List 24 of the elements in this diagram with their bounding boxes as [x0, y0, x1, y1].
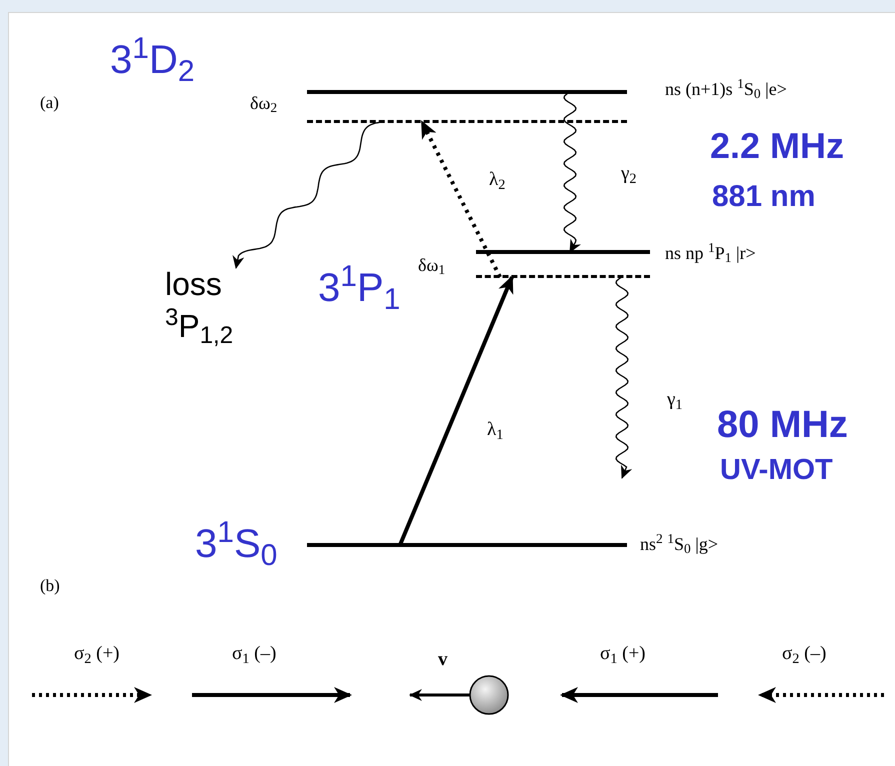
level-label: ns (n+1)s $^{1}$S$_{0}$ |e>	[665, 78, 787, 100]
panel-label: (b)	[40, 575, 60, 597]
level-label: ns np $^{1}$P$_{1}$ |r>	[665, 242, 756, 264]
level-label: δω$_{1}$	[418, 254, 446, 276]
wavy-arrow	[615, 276, 632, 479]
panel-label: (a)	[40, 92, 59, 114]
virtual-level-line	[307, 120, 627, 124]
beam-label: σ$_{1}$ (+)	[600, 642, 646, 668]
trap-label: UV-MOT	[720, 456, 833, 485]
beam-label: σ$_{2}$ (–)	[782, 642, 826, 668]
loss-label: loss	[165, 268, 222, 300]
arrow	[420, 120, 502, 278]
arrow	[398, 275, 514, 546]
linewidth-label: 80 MHz	[717, 406, 848, 444]
virtual-level-line	[476, 275, 650, 279]
state-label: $^{3}$P$_{1,2}$	[165, 306, 234, 346]
linewidth-label: 2.2 MHz	[710, 128, 844, 164]
level-label: ns$^{2}$ $^{1}$S$_{0}$ |g>	[640, 533, 718, 556]
beam-label: σ$_{2}$ (+)	[74, 642, 120, 668]
wavy-arrow	[563, 91, 582, 253]
velocity-label: v	[438, 648, 448, 672]
wavelength-label: 881 nm	[712, 182, 816, 212]
beam-label: σ$_{1}$ (–)	[232, 642, 276, 668]
level-label: δω$_{2}$	[250, 92, 278, 114]
